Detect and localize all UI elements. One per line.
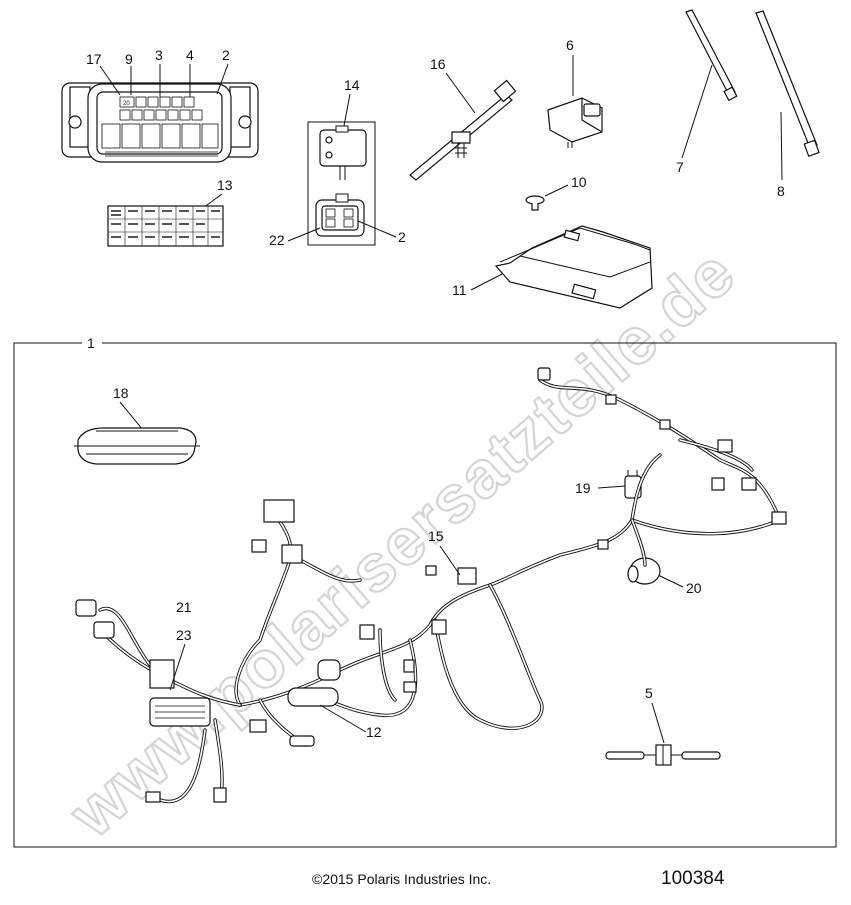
callout-10: 10	[571, 174, 587, 190]
mounting-bracket	[494, 225, 653, 309]
inline-fuse	[605, 744, 721, 766]
callout-9: 9	[125, 51, 133, 67]
callout-7: 7	[676, 159, 684, 175]
callout-16: 16	[430, 56, 446, 72]
callout-14: 14	[344, 77, 360, 93]
callout-21: 21	[176, 599, 192, 615]
cable-tie-mount	[409, 79, 517, 181]
harness-assembly-frame	[13, 342, 837, 848]
callout-23: 23	[176, 627, 192, 643]
cable-tie-8	[755, 10, 820, 158]
callout-11: 11	[452, 282, 467, 298]
callout-13: 13	[217, 177, 233, 193]
callout-5: 5	[645, 685, 653, 701]
wiring-harness	[75, 367, 787, 804]
callout-18: 18	[113, 385, 129, 401]
relay-socket	[315, 193, 365, 237]
callout-15: 15	[428, 528, 444, 544]
callout-8: 8	[777, 183, 785, 199]
callout-20: 20	[686, 580, 702, 596]
cable-tie-7	[685, 9, 738, 102]
relay-box-cover	[74, 427, 200, 465]
callout-4: 4	[186, 47, 194, 63]
callout-2b: 2	[398, 229, 406, 245]
relay-label-sticker	[107, 205, 224, 247]
copyright-text: ©2015 Polaris Industries Inc.	[312, 871, 491, 887]
callout-22: 22	[269, 232, 285, 248]
watermark-text: www.polarisersatzteile.de	[55, 234, 749, 851]
relay-connector	[319, 125, 367, 180]
callout-6: 6	[566, 37, 574, 53]
fuse-relay-block: 20	[61, 82, 259, 163]
fuse-slot-label: 20	[123, 101, 130, 107]
callout-3: 3	[155, 47, 163, 63]
diagram-number: 100384	[661, 868, 725, 889]
connector-6	[547, 97, 603, 148]
push-pin	[525, 195, 545, 211]
callout-2a: 2	[222, 47, 230, 63]
callout-19: 19	[575, 480, 591, 496]
callout-17: 17	[86, 51, 102, 67]
callout-1: 1	[87, 335, 95, 351]
callout-12: 12	[366, 724, 382, 740]
